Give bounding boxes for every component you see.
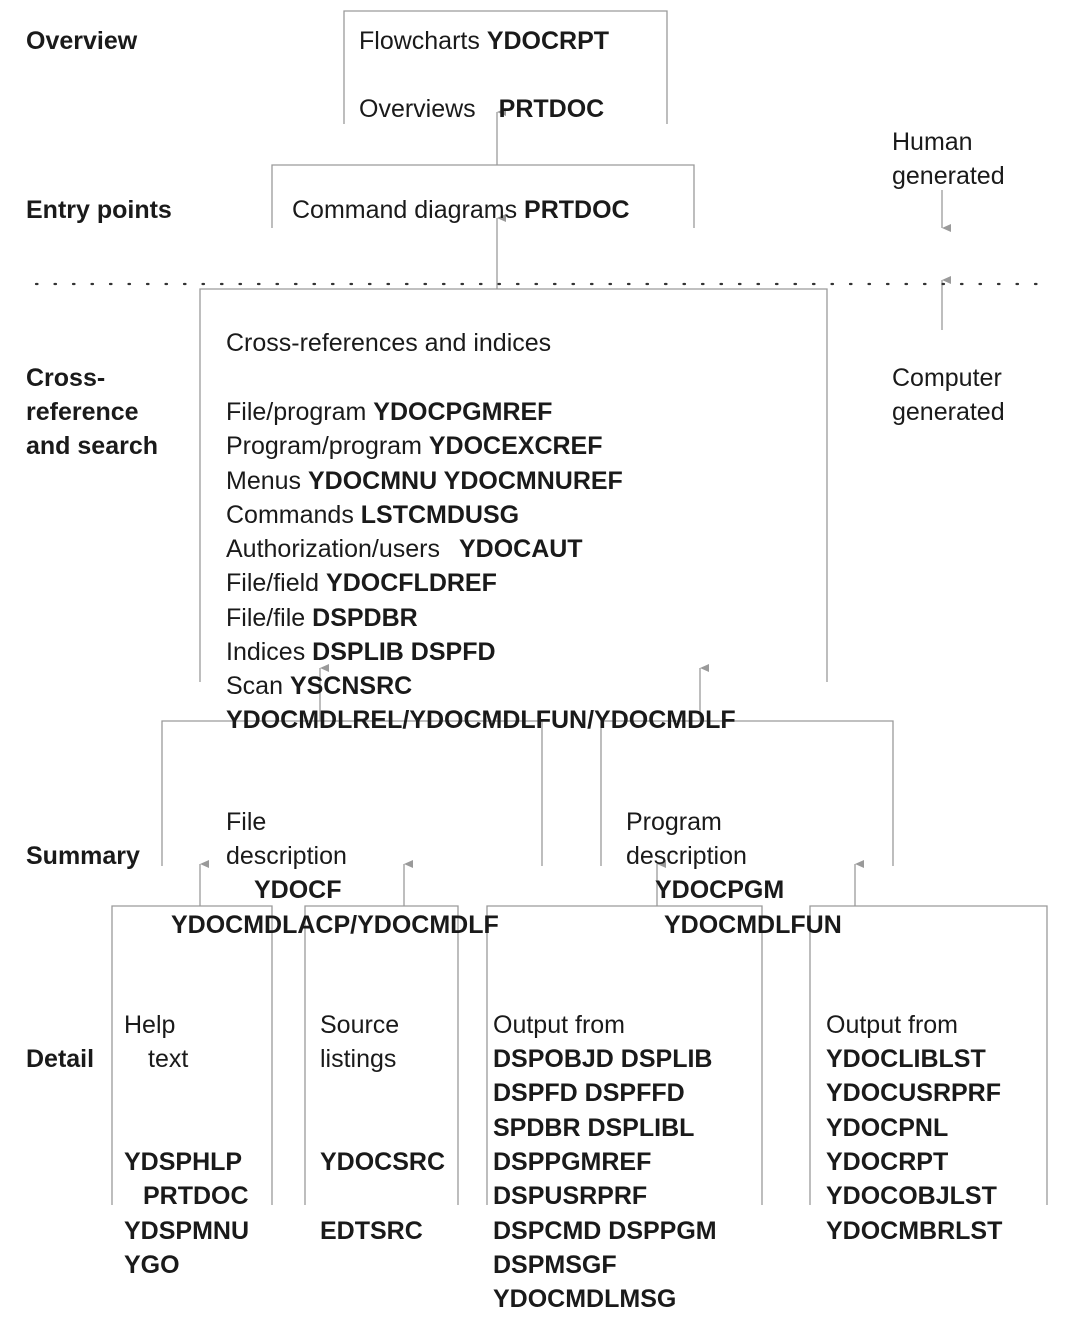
overviews-line: Overviews PRTDOC: [359, 92, 604, 126]
level-overview: Overview: [26, 27, 138, 55]
computer-label-1: Computer: [892, 364, 1002, 392]
output1-cmd: DSPUSRPRF: [493, 1182, 648, 1210]
xref-item: File/file DSPDBR: [226, 601, 418, 635]
human-label-2: generated: [892, 162, 1005, 190]
output2-cmd: YDOCLIBLST: [826, 1045, 986, 1073]
detail-output2-box: [809, 905, 1048, 1205]
level-cross-reference-1: Cross-: [26, 364, 106, 392]
xref-item-cmd: YDOCPGMREF: [373, 398, 553, 426]
xref-item-label: Scan: [226, 672, 283, 700]
program-desc-cmd1: YDOCPGM: [655, 876, 785, 904]
xref-item-label: Commands: [226, 501, 354, 529]
source-line2: listings: [320, 1045, 397, 1073]
flowcharts-line: Flowcharts YDOCRPT: [359, 24, 609, 58]
entry-box: [271, 164, 695, 228]
command-diagrams-line: Command diagrams PRTDOC: [292, 193, 630, 227]
help-cmd: YDSPHLP: [124, 1148, 243, 1176]
level-detail: Detail: [26, 1045, 95, 1073]
file-desc-cmd1: YDOCF: [254, 876, 342, 904]
source-line1: Source: [320, 1011, 400, 1039]
xref-item-cmd: DSPDBR: [312, 604, 418, 632]
xref-item-cmd: YDOCMNU YDOCMNUREF: [308, 467, 623, 495]
xref-item-cmd: LSTCMDUSG: [360, 501, 520, 529]
xref-item-cmd: YDOCEXCREF: [428, 432, 603, 460]
help-cmd: YDSPMNU: [124, 1217, 250, 1245]
help-line1: Help: [124, 1011, 176, 1039]
flowcharts-cmd: YDOCRPT: [486, 27, 610, 55]
level-entry-points: Entry points: [26, 196, 172, 224]
xref-item: Authorization/users YDOCAUT: [226, 532, 583, 566]
program-summary-box: [600, 720, 894, 866]
human-label-1: Human: [892, 128, 973, 156]
detail-source-box: [304, 905, 459, 1205]
xref-item-label: Authorization/users: [226, 535, 441, 563]
output2-cmd: YDOCRPT: [826, 1148, 949, 1176]
xref-item-label: File/field: [226, 569, 320, 597]
detail-help-box: [111, 905, 273, 1205]
output2-line1: Output from: [826, 1011, 958, 1039]
output1-cmd: DSPFD DSPFFD: [493, 1079, 685, 1107]
output2-cmd: YDOCPNL: [826, 1114, 949, 1142]
xref-item: File/field YDOCFLDREF: [226, 566, 497, 600]
file-summary-box: [161, 720, 543, 866]
output2-cmd: YDOCMBRLST: [826, 1217, 1003, 1245]
xref-item-label: Menus: [226, 467, 302, 495]
output1-cmd: YDOCMDLMSG: [493, 1285, 677, 1313]
xref-item-label: File/program: [226, 398, 367, 426]
xref-item-cmd: YSCNSRC: [289, 672, 413, 700]
source-cmd: EDTSRC: [320, 1217, 423, 1245]
xref-item: Scan YSCNSRC: [226, 669, 412, 703]
output1-cmd: SPDBR DSPLIBL: [493, 1114, 695, 1142]
xref-item: Menus YDOCMNU YDOCMNUREF: [226, 464, 623, 498]
xref-item-label: File/file: [226, 604, 306, 632]
xref-item-label: Program/program: [226, 432, 422, 460]
output2-cmd: YDOCOBJLST: [826, 1182, 997, 1210]
level-summary: Summary: [26, 842, 140, 870]
xref-item-cmd: YDOCFLDREF: [326, 569, 497, 597]
file-desc-line1: File: [226, 808, 267, 836]
detail-output1-box: [486, 905, 763, 1205]
output1-cmd: DSPCMD DSPPGM: [493, 1217, 717, 1245]
program-desc-cmd2: YDOCMDLFUN: [664, 911, 842, 939]
xref-item-cmd: DSPLIB DSPFD: [312, 638, 496, 666]
file-desc-cmd2: YDOCMDLACP/YDOCMDLF: [171, 911, 499, 939]
level-cross-reference-3: and search: [26, 432, 159, 460]
output1-cmd: DSPPGMREF: [493, 1148, 652, 1176]
source-cmd: YDOCSRC: [320, 1148, 446, 1176]
help-line2: text: [148, 1045, 189, 1073]
output1-line1: Output from: [493, 1011, 625, 1039]
xref-item-cmd: YDOCAUT: [458, 535, 583, 563]
command-diagrams-cmd: PRTDOC: [524, 196, 630, 224]
help-cmd: YGO: [124, 1251, 180, 1279]
xref-item-label: Indices: [226, 638, 306, 666]
overviews-cmd: PRTDOC: [498, 95, 605, 123]
program-desc-line2: description: [626, 842, 747, 870]
xref-item: Indices DSPLIB DSPFD: [226, 635, 496, 669]
xref-title: Cross-references and indices: [226, 329, 552, 357]
xref-box: [199, 288, 828, 682]
xref-item: Commands LSTCMDUSG: [226, 498, 519, 532]
flowcharts-label: Flowcharts: [359, 27, 480, 55]
output1-cmd: DSPOBJD DSPLIB: [493, 1045, 713, 1073]
computer-label-2: generated: [892, 398, 1005, 426]
output2-cmd: YDOCUSRPRF: [826, 1079, 1002, 1107]
help-cmd: PRTDOC: [143, 1182, 249, 1210]
overview-box: [343, 10, 668, 124]
xref-extra-cmd: YDOCMDLREL/YDOCMDLFUN/YDOCMDLF: [226, 706, 736, 734]
overviews-label: Overviews: [359, 95, 476, 123]
xref-item: File/program YDOCPGMREF: [226, 395, 552, 429]
program-desc-line1: Program: [626, 808, 722, 836]
level-cross-reference-2: reference: [26, 398, 139, 426]
file-desc-line2: description: [226, 842, 347, 870]
command-diagrams-label: Command diagrams: [292, 196, 518, 224]
output1-cmd: DSPMSGF: [493, 1251, 617, 1279]
xref-item: Program/program YDOCEXCREF: [226, 429, 603, 463]
